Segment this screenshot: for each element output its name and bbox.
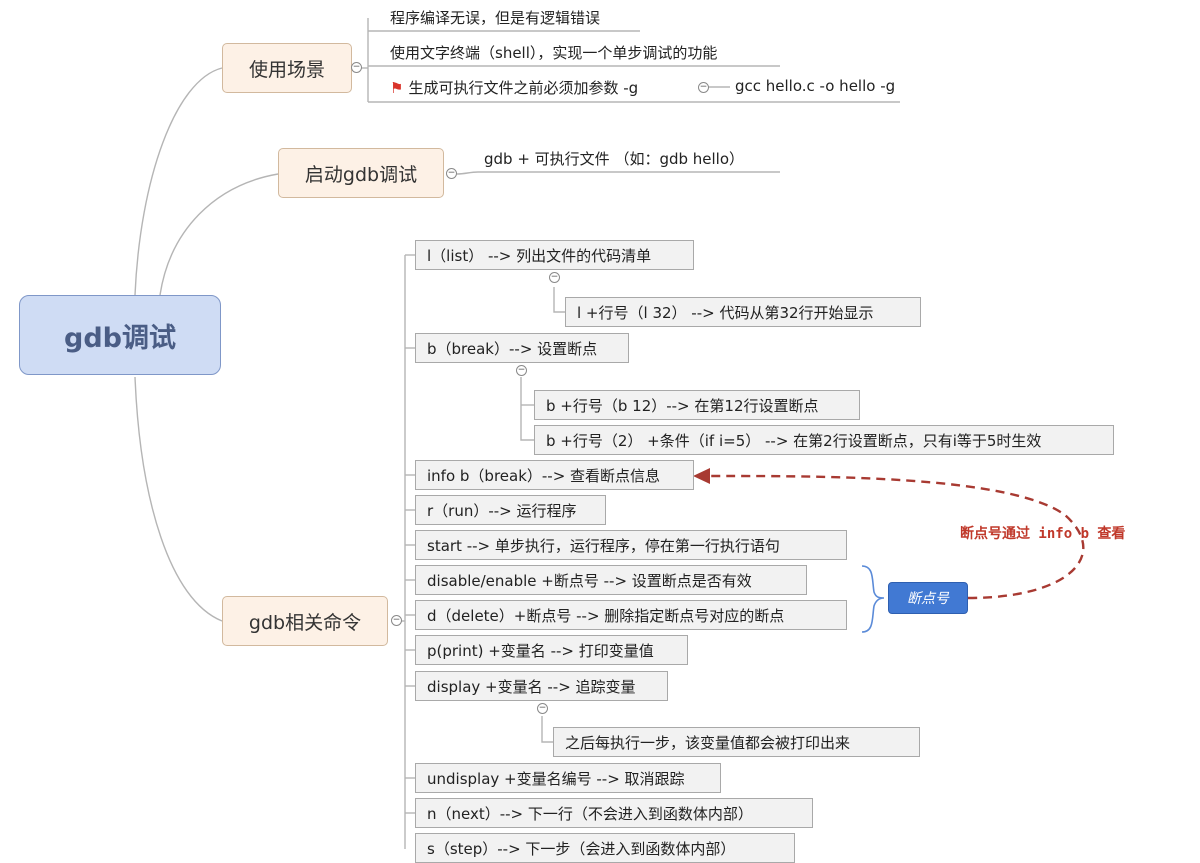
cmd-disable-enable[interactable]: disable/enable +断点号 --> 设置断点是否有效	[415, 565, 807, 595]
minus-circle-icon[interactable]: −	[516, 365, 527, 376]
minus-circle-icon[interactable]: −	[391, 615, 402, 626]
cmd-list[interactable]: l（list） --> 列出文件的代码清单	[415, 240, 694, 270]
cmd-display-sub[interactable]: 之后每执行一步，该变量值都会被打印出来	[553, 727, 920, 757]
scenario-item-g-flag-text: 生成可执行文件之前必须加参数 -g	[408, 79, 639, 97]
cmd-break-sub-cond[interactable]: b +行号（2） +条件（if i=5） --> 在第2行设置断点，只有i等于5…	[534, 425, 1114, 455]
start-item-gdb-exec: gdb + 可执行文件 （如：gdb hello）	[484, 150, 745, 168]
breakpoint-annotation: 断点号通过 info b 查看	[960, 526, 1126, 542]
cmd-step[interactable]: s（step）--> 下一步（会进入到函数体内部）	[415, 833, 795, 863]
minus-circle-icon[interactable]: −	[537, 703, 548, 714]
cmd-info-break[interactable]: info b（break）--> 查看断点信息	[415, 460, 694, 490]
minus-circle-icon[interactable]: −	[446, 168, 457, 179]
cmd-print[interactable]: p(print) +变量名 --> 打印变量值	[415, 635, 688, 665]
cmd-start[interactable]: start --> 单步执行，运行程序，停在第一行执行语句	[415, 530, 847, 560]
cmd-break[interactable]: b（break）--> 设置断点	[415, 333, 629, 363]
branch-commands[interactable]: gdb相关命令	[222, 596, 388, 646]
minus-circle-icon[interactable]: −	[549, 272, 560, 283]
scenario-sub-gcc: gcc hello.c -o hello -g	[735, 77, 896, 95]
branch-start-gdb[interactable]: 启动gdb调试	[278, 148, 444, 198]
scenario-item-shell-debug: 使用文字终端（shell），实现一个单步调试的功能	[390, 44, 718, 62]
cmd-undisplay[interactable]: undisplay +变量名编号 --> 取消跟踪	[415, 763, 721, 793]
scenario-item-logic-error: 程序编译无误，但是有逻辑错误	[390, 9, 601, 27]
root-node[interactable]: gdb调试	[19, 295, 221, 375]
cmd-next[interactable]: n（next）--> 下一行（不会进入到函数体内部）	[415, 798, 813, 828]
cmd-display[interactable]: display +变量名 --> 追踪变量	[415, 671, 668, 701]
cmd-delete[interactable]: d（delete）+断点号 --> 删除指定断点号对应的断点	[415, 600, 847, 630]
cmd-list-sub[interactable]: l +行号（l 32） --> 代码从第32行开始显示	[565, 297, 921, 327]
red-flag-icon: ⚑	[390, 79, 404, 97]
breakpoint-number-badge[interactable]: 断点号	[888, 582, 968, 614]
cmd-run[interactable]: r（run）--> 运行程序	[415, 495, 606, 525]
scenario-item-g-flag: ⚑生成可执行文件之前必须加参数 -g	[390, 77, 638, 98]
minus-circle-icon[interactable]: −	[351, 62, 362, 73]
branch-scenario[interactable]: 使用场景	[222, 43, 352, 93]
cmd-break-sub-line[interactable]: b +行号（b 12）--> 在第12行设置断点	[534, 390, 860, 420]
minus-circle-icon[interactable]: −	[698, 82, 709, 93]
